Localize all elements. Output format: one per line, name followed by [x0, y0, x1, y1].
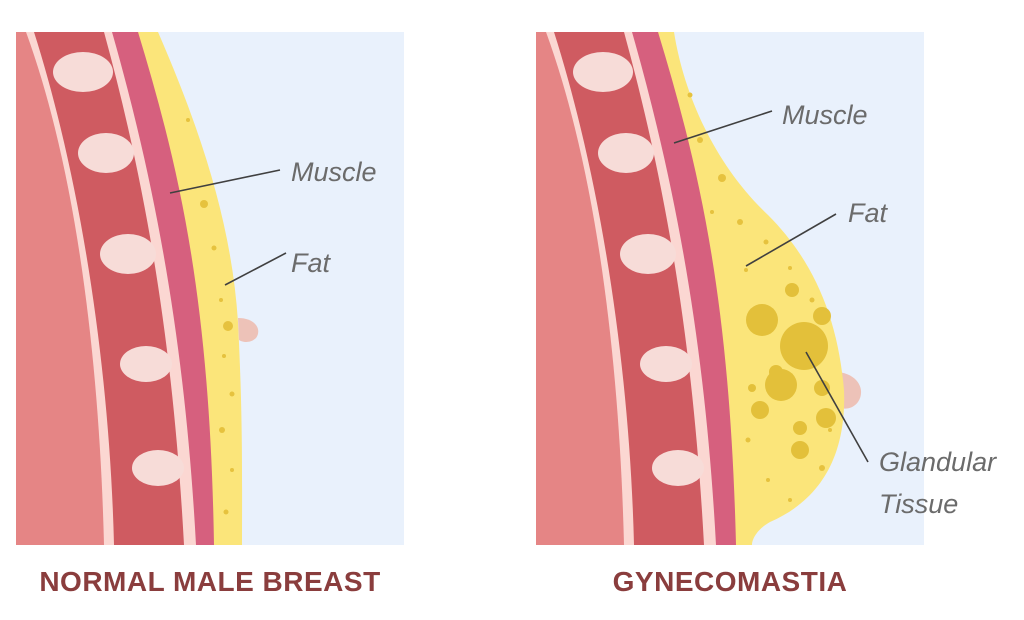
muscle-label: Muscle — [782, 100, 868, 130]
fat-label: Fat — [848, 198, 889, 228]
glandular-label-line1: Glandular — [879, 447, 997, 477]
rib — [652, 450, 704, 486]
rib — [100, 234, 156, 274]
rib — [78, 133, 134, 173]
gynecomastia-caption: GYNECOMASTIA — [612, 566, 848, 597]
rib — [598, 133, 654, 173]
fat-dots — [687, 92, 832, 502]
rib-cage-band — [34, 32, 184, 545]
glandular-tissue-leader-line — [805, 351, 869, 463]
normal-breast-panel — [16, 32, 404, 545]
glandular-tissue — [746, 283, 836, 459]
nipple — [238, 318, 259, 342]
muscle-layer — [624, 32, 736, 545]
muscle-leader-line — [673, 110, 773, 144]
muscle-label: Muscle — [291, 157, 377, 187]
rib — [620, 234, 676, 274]
glandular-label-line2: Tissue — [879, 489, 958, 519]
gynecomastia-panel — [536, 32, 924, 545]
rib — [132, 450, 184, 486]
chest-wall — [16, 32, 104, 545]
fat-leader-line — [224, 252, 287, 286]
fat-leader-line — [745, 213, 837, 267]
normal-male-breast-caption: NORMAL MALE BREAST — [39, 566, 381, 597]
rib — [640, 346, 692, 382]
fat-label: Fat — [291, 248, 332, 278]
muscle-layer — [104, 32, 214, 545]
chest-wall — [536, 32, 624, 545]
rib — [573, 52, 633, 92]
rib — [53, 52, 113, 92]
rib — [120, 346, 172, 382]
fat-dots — [186, 118, 235, 515]
muscle-leader-line — [169, 169, 281, 194]
rib-cage-band — [554, 32, 704, 545]
